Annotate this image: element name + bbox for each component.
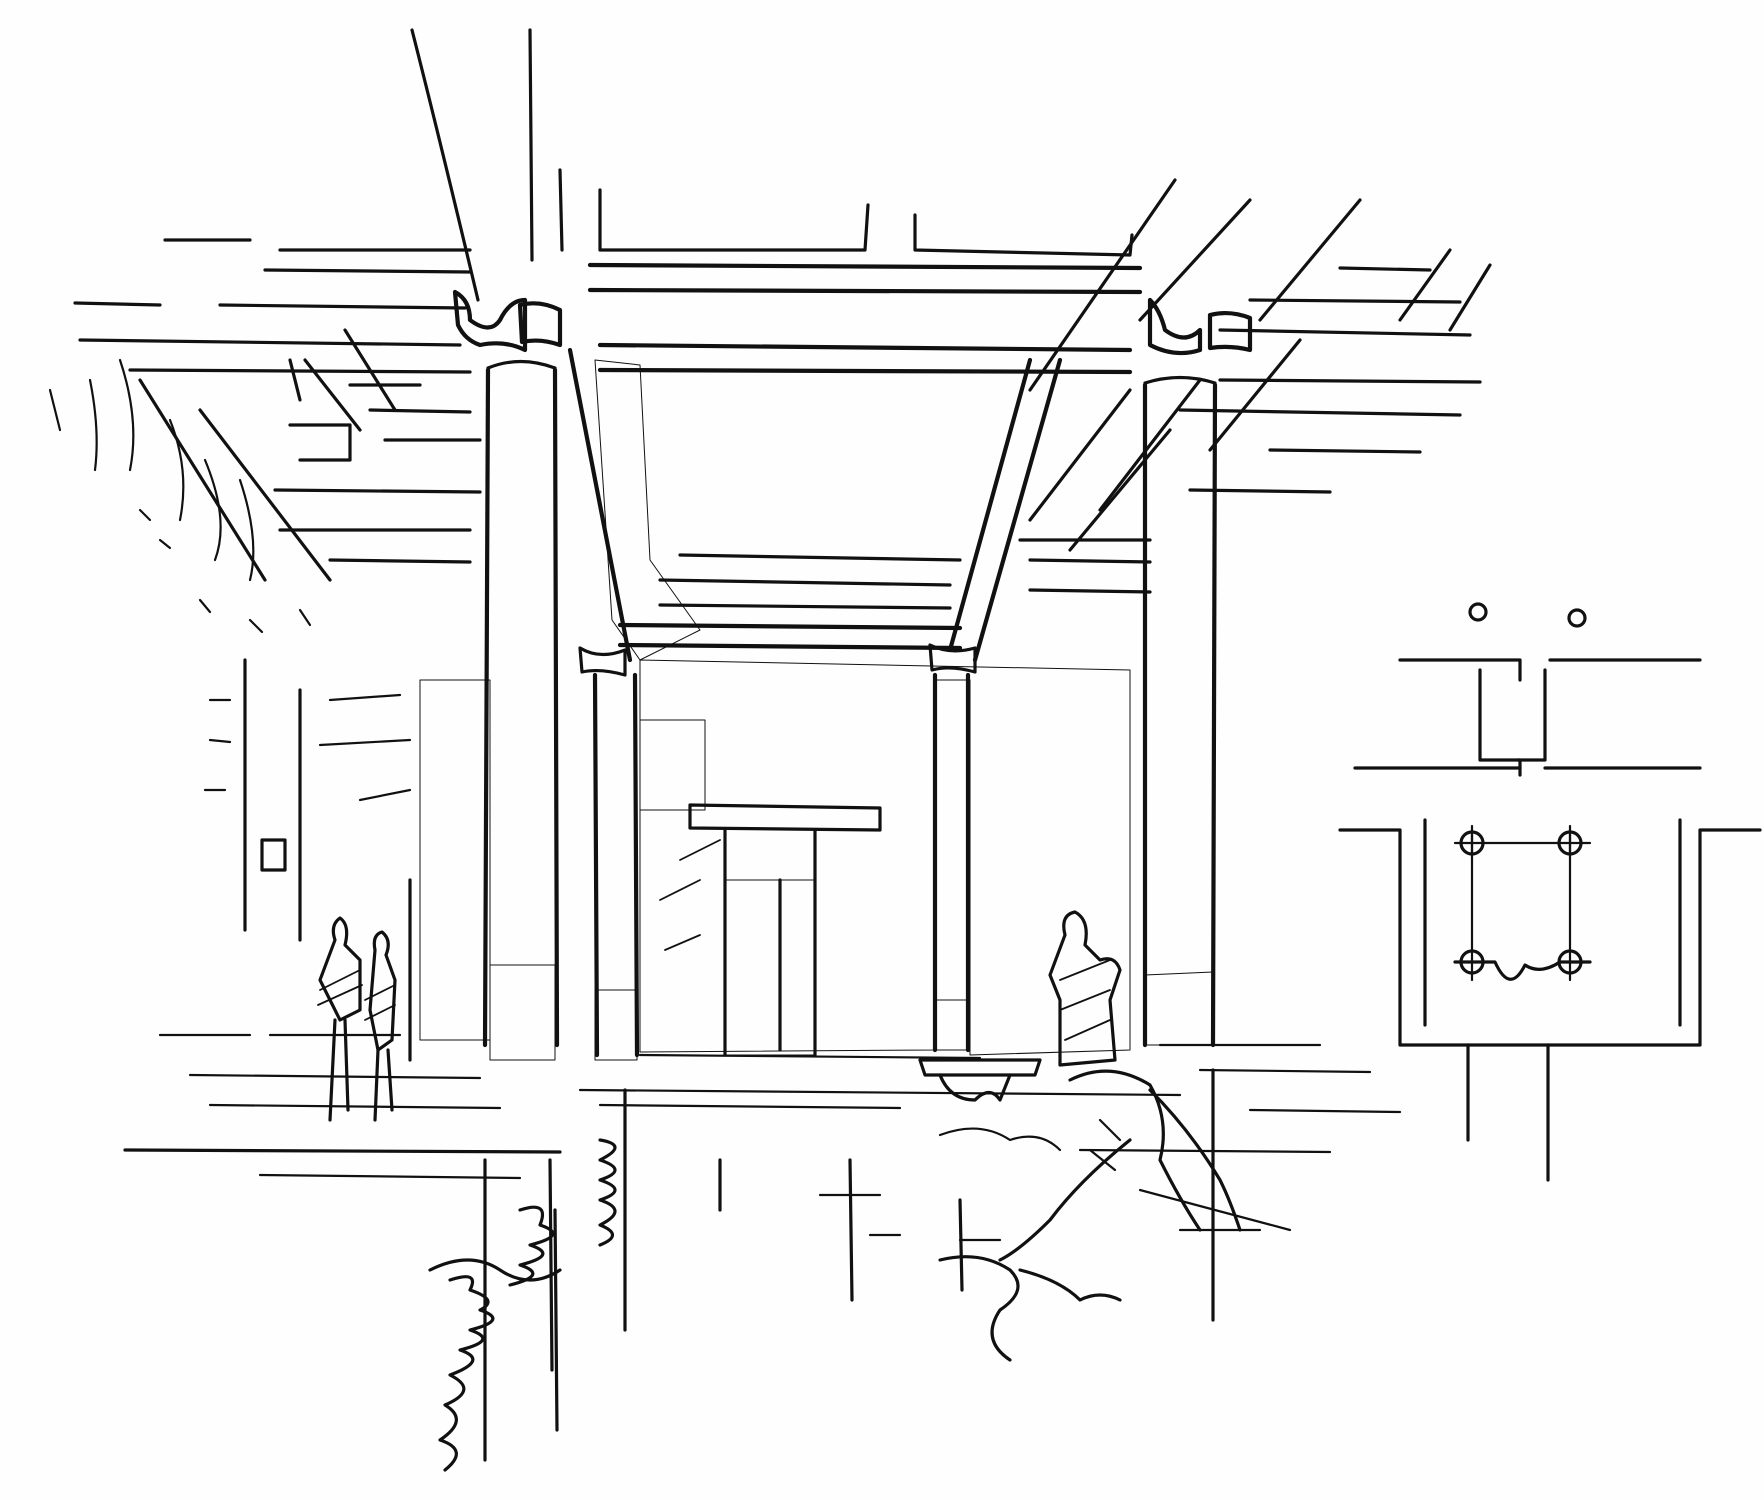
ceiling-beams xyxy=(48,28,1492,663)
columns xyxy=(482,359,1218,1058)
statue-and-rocks xyxy=(918,910,1242,1262)
doorway xyxy=(638,803,982,1060)
floor-plan-icon xyxy=(1338,602,1762,1182)
human-figures xyxy=(317,916,397,1122)
column-brackets xyxy=(452,289,1253,677)
left-wall xyxy=(123,658,562,1180)
floor-and-water xyxy=(428,1043,1402,1472)
